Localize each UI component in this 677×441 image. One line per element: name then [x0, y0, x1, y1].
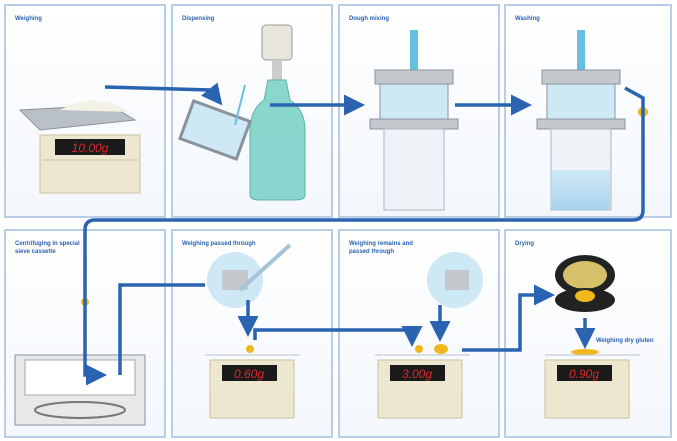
scale-display-passed-through: 0.60g — [234, 367, 264, 381]
mixer-illustration — [369, 30, 459, 211]
step-label-weighing-passed: Weighing passed through — [182, 241, 256, 247]
flow-arrows — [83, 82, 645, 386]
step-label-weighing-remains-2: passed through — [349, 249, 394, 255]
arrow-remains-to-drying — [462, 284, 555, 352]
scale-display-remains: 3.00g — [402, 367, 432, 381]
note-weighing-dry-gluten: Weighing dry gluten — [596, 338, 654, 344]
scale-display-dry-gluten: 0.90g — [569, 367, 599, 381]
step-label-centrifuging-2: sieve cassette — [15, 249, 56, 255]
arrow-washing-to-centrifuge — [83, 86, 645, 386]
arrow-passed-to-remains — [253, 326, 423, 347]
step-label-dough-mixing: Dough mixing — [349, 16, 389, 22]
washing-illustration — [536, 30, 648, 211]
arrow-weighing-to-dispensing — [104, 82, 223, 106]
drying-illustration: Weighing dry gluten 0.90g — [544, 255, 654, 419]
step-label-weighing-remains-1: Weighing remains and — [349, 241, 413, 247]
step-label-dispensing: Dispensing — [182, 16, 215, 22]
step-label-centrifuging-1: Centrifuging in special — [15, 241, 80, 247]
scale-weighing: 10.00g — [18, 100, 141, 194]
dispenser-illustration — [178, 24, 306, 201]
step-label-washing: Washing — [515, 16, 540, 22]
arrow-centrifuge-to-passed — [118, 283, 205, 375]
step-label-drying: Drying — [515, 241, 534, 247]
scale-passed-through: 0.60g — [205, 243, 300, 419]
scale-display-weighing: 10.00g — [72, 141, 109, 155]
centrifuge-illustration — [14, 298, 146, 426]
scale-remains: 3.00g — [375, 252, 483, 419]
step-label-weighing: Weighing — [15, 16, 42, 22]
